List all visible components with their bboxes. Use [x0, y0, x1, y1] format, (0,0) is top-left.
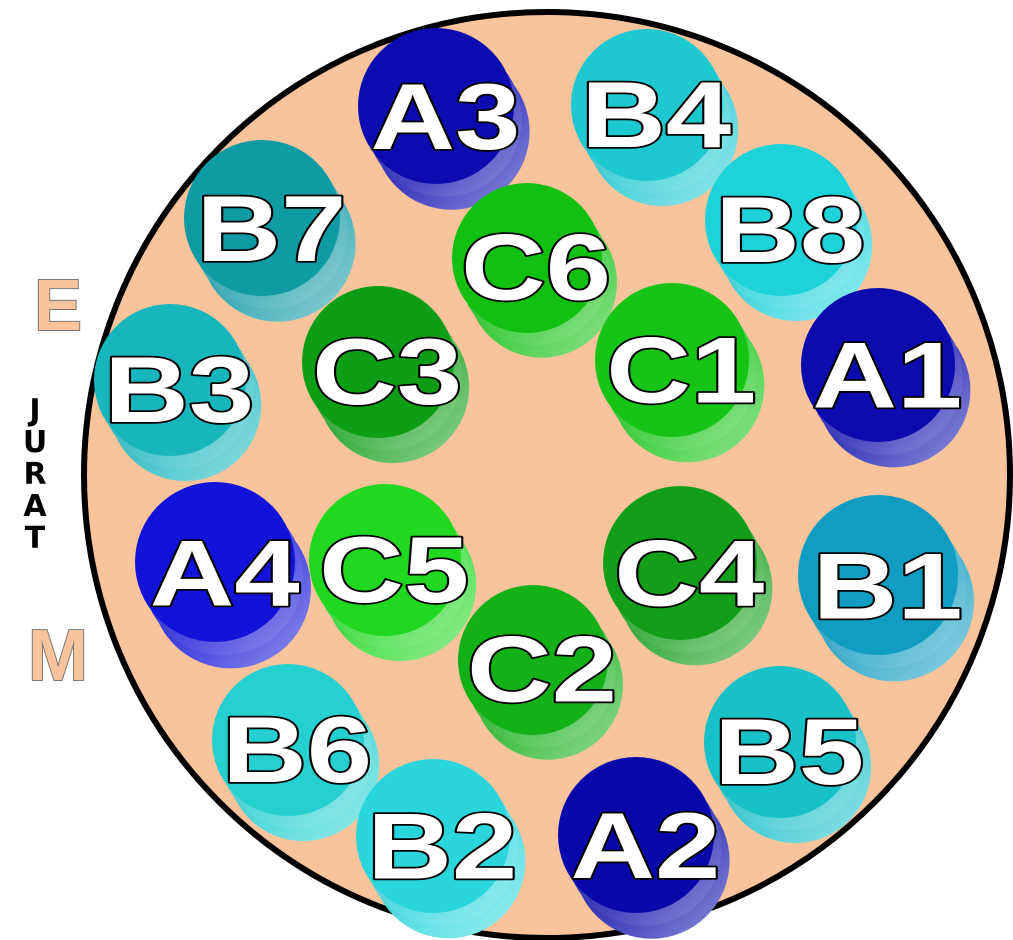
well-label: C1 — [606, 317, 756, 422]
well-label: A4 — [150, 521, 300, 626]
well-label: B4 — [581, 62, 731, 167]
well-label: A3 — [370, 64, 520, 169]
well-label: B5 — [714, 699, 864, 804]
well-label: C5 — [319, 517, 469, 622]
well-label: C6 — [461, 215, 611, 320]
well-label: A1 — [812, 322, 962, 427]
well-label: B8 — [715, 177, 865, 282]
side-label-bottom: M — [28, 616, 88, 696]
side-label-top: E — [34, 266, 82, 346]
well-label: B2 — [367, 793, 517, 898]
well-label: C4 — [614, 520, 764, 625]
well-label: C3 — [312, 319, 462, 424]
well-label: A2 — [570, 793, 720, 898]
well-label: B6 — [222, 697, 372, 802]
well-label: C2 — [467, 617, 617, 722]
well-label: B3 — [104, 337, 254, 442]
well-label: B7 — [196, 176, 346, 281]
well-label: B1 — [813, 534, 963, 639]
